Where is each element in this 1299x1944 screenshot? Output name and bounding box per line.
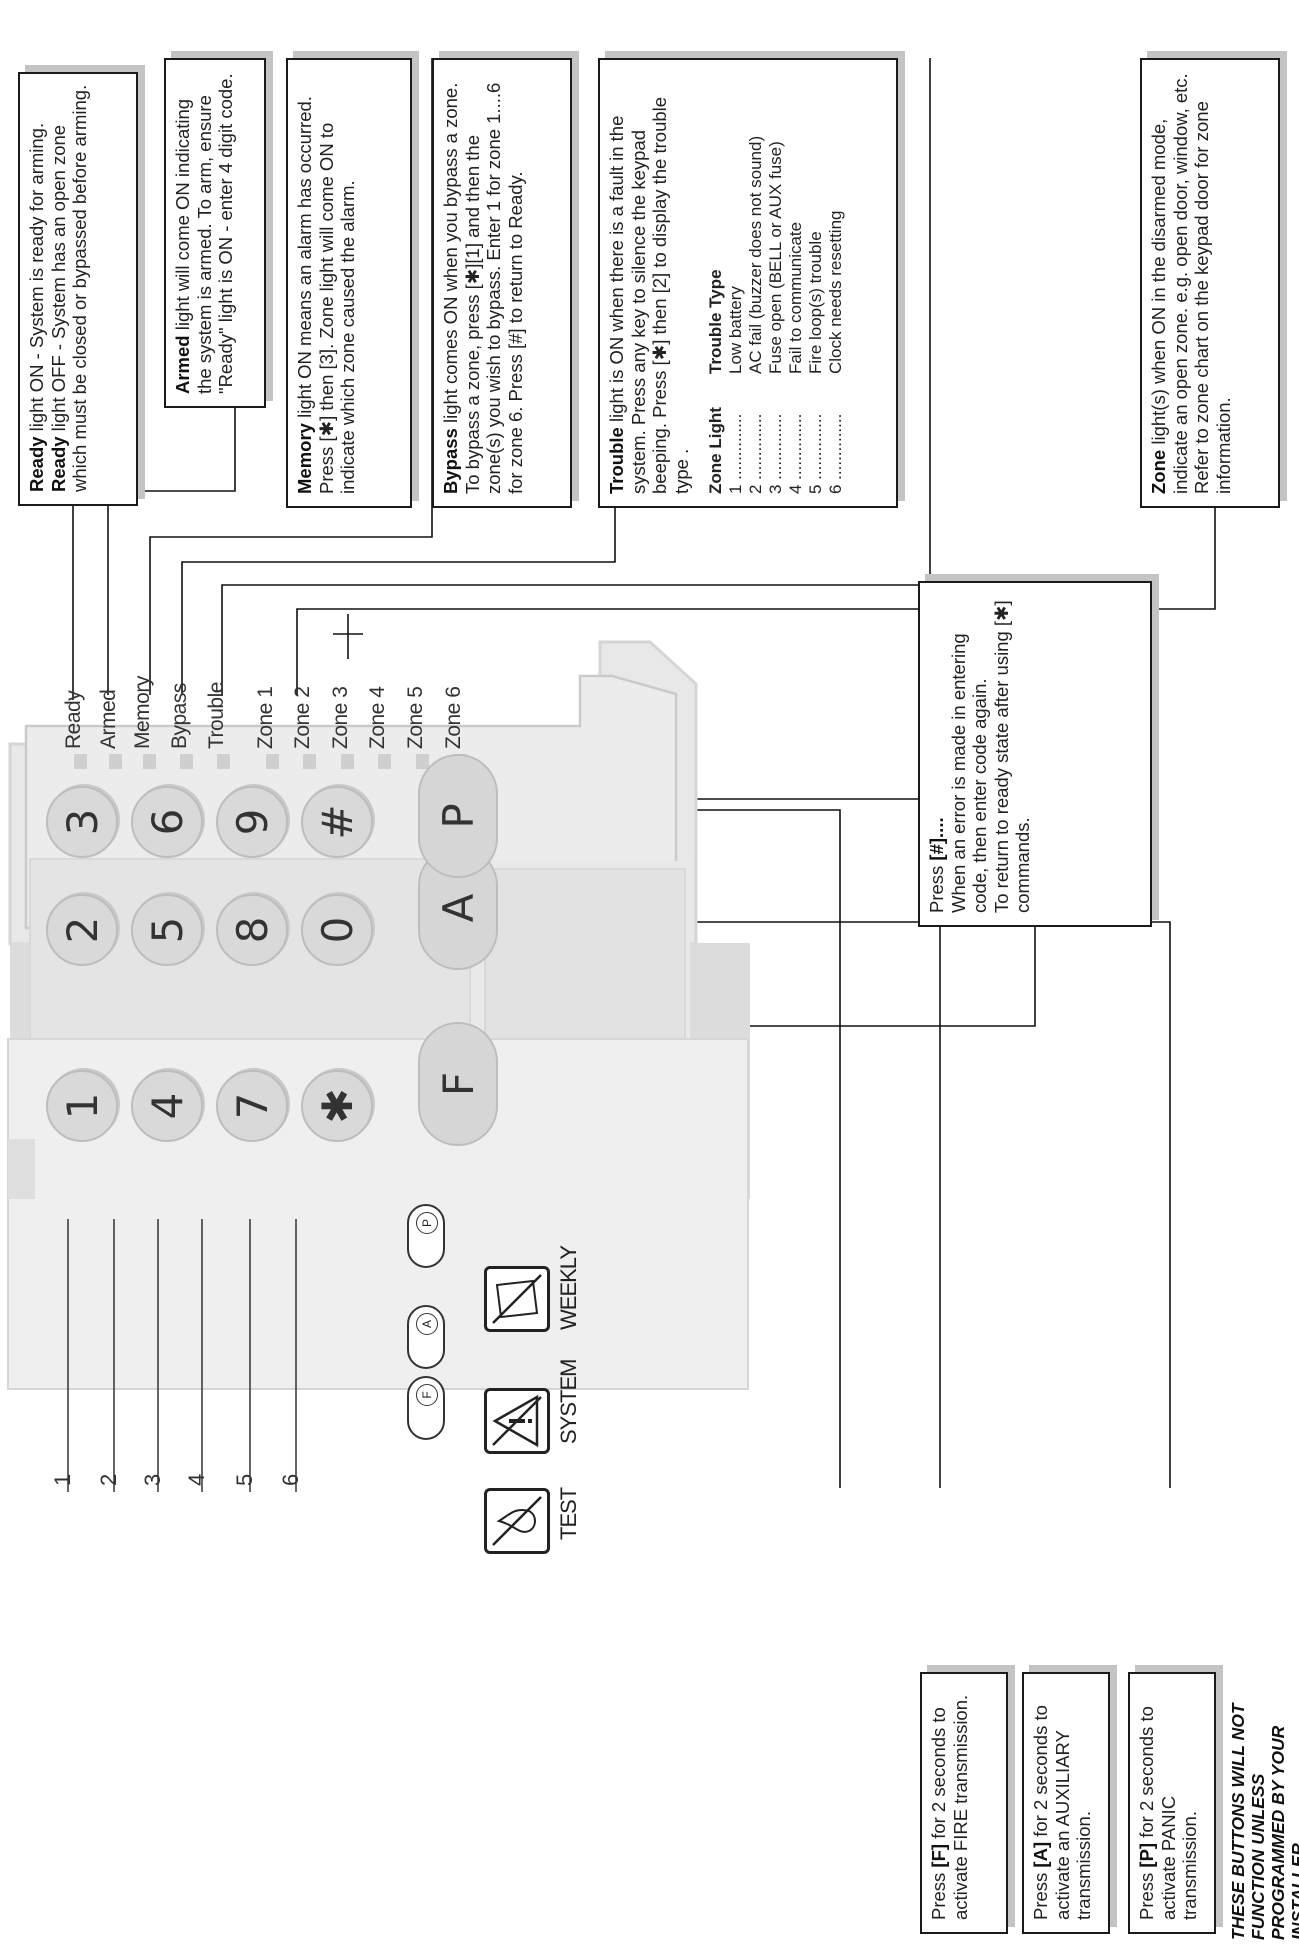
- calendar-icon: [484, 1266, 550, 1332]
- zone-number: 6: [278, 1473, 303, 1486]
- zone-number: 1: [50, 1473, 75, 1486]
- zone-number: 3: [140, 1473, 165, 1486]
- weekly-caption: WEEKLY: [556, 1245, 581, 1330]
- pill-letter: F: [416, 1384, 438, 1406]
- pill-letter: A: [416, 1313, 438, 1335]
- fire-icon: [484, 1488, 550, 1554]
- connector-zone3: [333, 614, 363, 659]
- connector-panic: [665, 921, 1171, 1488]
- system-caption: SYSTEM: [556, 1359, 581, 1444]
- warning-triangle-icon: [484, 1388, 550, 1454]
- test-caption: TEST: [556, 1487, 581, 1540]
- zone-number: 5: [232, 1473, 257, 1486]
- door-pill-a: A: [407, 1305, 445, 1369]
- door-pill-f: F: [407, 1376, 445, 1440]
- zone-number: 2: [96, 1473, 121, 1486]
- connector-trouble: [221, 58, 931, 695]
- pill-letter: P: [416, 1212, 438, 1234]
- zone-number: 4: [184, 1473, 209, 1486]
- door-pill-p: P: [407, 1204, 445, 1268]
